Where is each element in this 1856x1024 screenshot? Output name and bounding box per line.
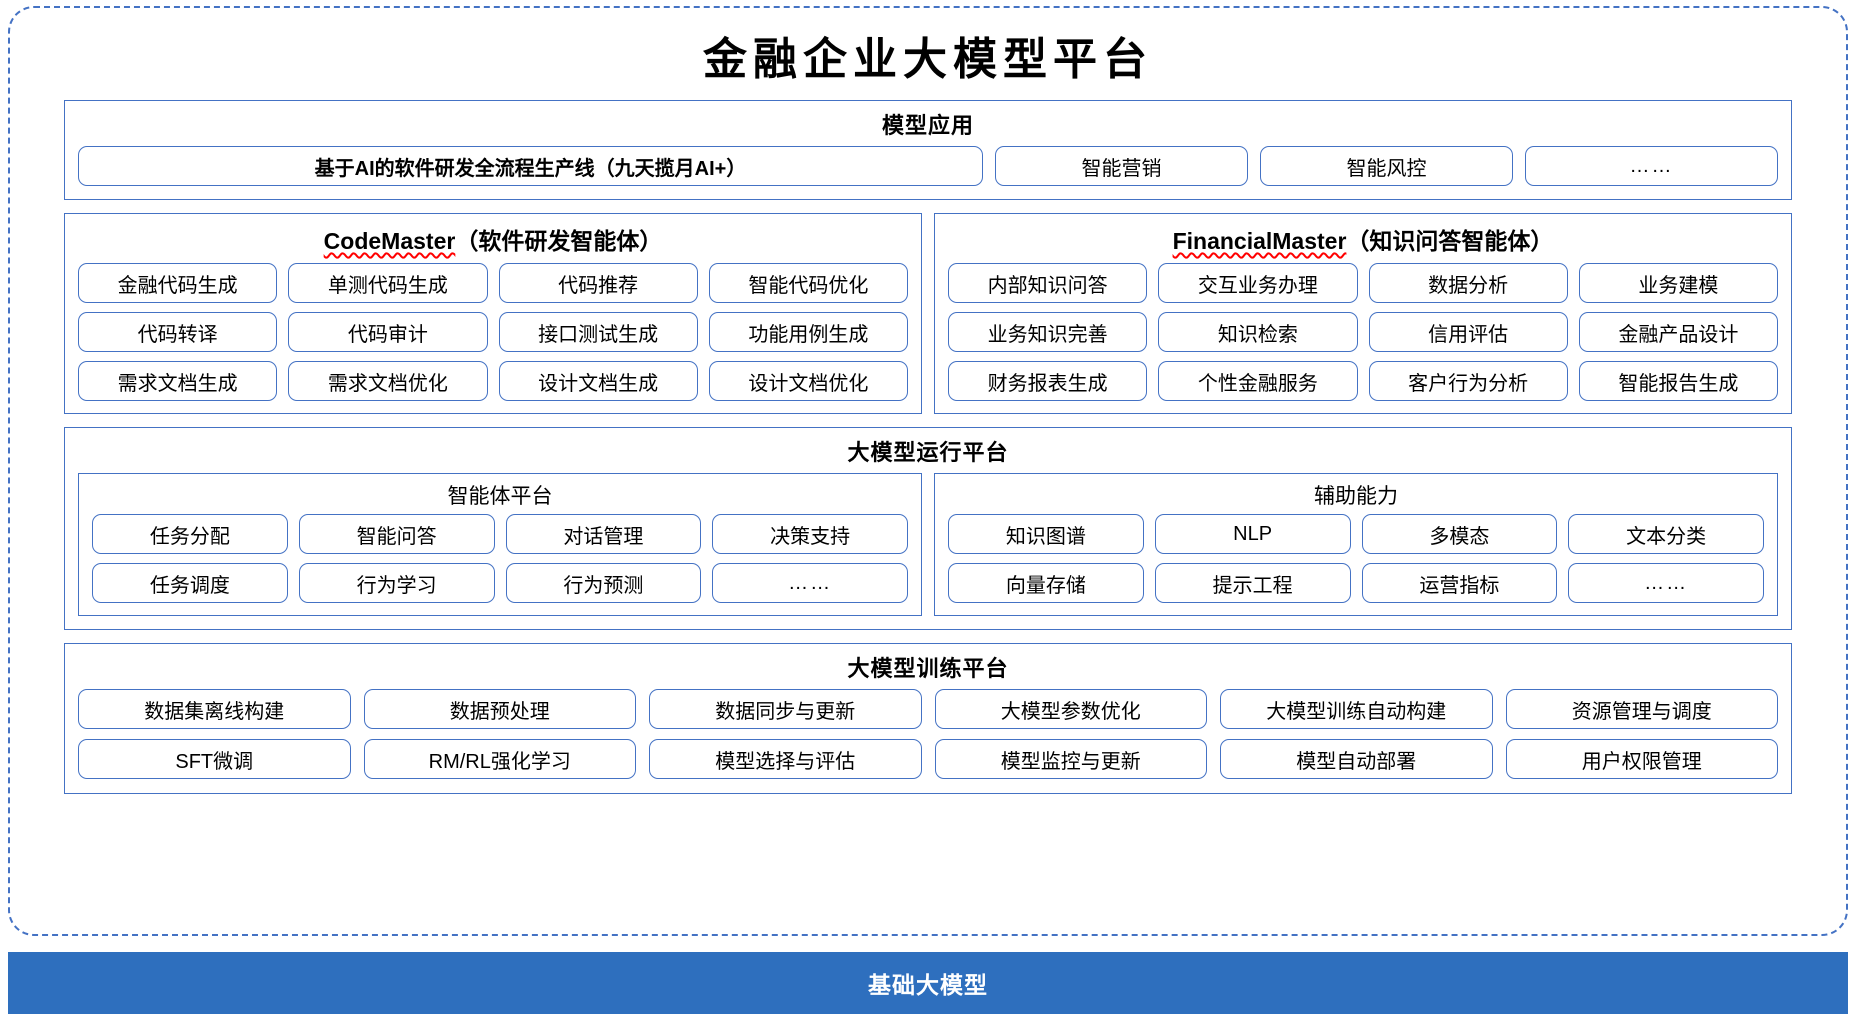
financial-master-suffix: （知识问答智能体） (1346, 228, 1554, 254)
section-title-training-platform: 大模型训练平台 (847, 656, 1009, 681)
section-model-application: 模型应用 基于AI的软件研发全流程生产线（九天揽月AI+） 智能营销 智能风控 … (64, 100, 1792, 200)
pill-training-8[interactable]: 模型选择与评估 (649, 739, 922, 779)
pill-training-2[interactable]: 数据同步与更新 (649, 689, 922, 729)
section-runtime-platform: 大模型运行平台 智能体平台 任务分配 智能问答 对话管理 决策支持 任务调度 行… (64, 427, 1792, 630)
pill-agent-6[interactable]: 行为预测 (505, 563, 702, 603)
panel-code-master: CodeMaster（软件研发智能体） 金融代码生成 单测代码生成 代码推荐 智… (64, 213, 922, 414)
pill-training-10[interactable]: 模型自动部署 (1220, 739, 1493, 779)
pill-code-master-0[interactable]: 金融代码生成 (78, 263, 278, 303)
training-platform-grid: 数据集离线构建 数据预处理 数据同步与更新 大模型参数优化 大模型训练自动构建 … (65, 689, 1791, 793)
pill-financial-master-11[interactable]: 智能报告生成 (1578, 361, 1778, 401)
pill-code-master-6[interactable]: 接口测试生成 (498, 312, 698, 352)
pill-training-3[interactable]: 大模型参数优化 (934, 689, 1207, 729)
pill-code-master-11[interactable]: 设计文档优化 (708, 361, 908, 401)
pill-training-9[interactable]: 模型监控与更新 (934, 739, 1207, 779)
pill-code-master-10[interactable]: 设计文档生成 (498, 361, 698, 401)
pill-financial-master-4[interactable]: 业务知识完善 (948, 312, 1148, 352)
pill-agent-7[interactable]: …… (712, 563, 908, 603)
code-master-suffix: （软件研发智能体） (455, 228, 663, 254)
pill-financial-master-2[interactable]: 数据分析 (1368, 263, 1568, 303)
pill-financial-master-9[interactable]: 个性金融服务 (1158, 361, 1358, 401)
pill-support-5[interactable]: 提示工程 (1154, 563, 1351, 603)
pill-support-1[interactable]: NLP (1154, 514, 1351, 554)
runtime-inner: 智能体平台 任务分配 智能问答 对话管理 决策支持 任务调度 行为学习 行为预测… (65, 473, 1791, 629)
pill-smart-risk-control[interactable]: 智能风控 (1260, 146, 1513, 186)
pill-training-11[interactable]: 用户权限管理 (1505, 739, 1778, 779)
pill-training-7[interactable]: RM/RL强化学习 (363, 739, 636, 779)
pill-training-4[interactable]: 大模型训练自动构建 (1220, 689, 1493, 729)
pill-agent-1[interactable]: 智能问答 (298, 514, 495, 554)
panel-financial-master: FinancialMaster（知识问答智能体） 内部知识问答 交互业务办理 数… (934, 213, 1792, 414)
pill-ai-software-pipeline[interactable]: 基于AI的软件研发全流程生产线（九天揽月AI+） (78, 146, 983, 186)
pill-financial-master-0[interactable]: 内部知识问答 (948, 263, 1148, 303)
financial-master-heading: FinancialMaster（知识问答智能体） (935, 214, 1791, 263)
pill-code-master-2[interactable]: 代码推荐 (498, 263, 698, 303)
pill-training-0[interactable]: 数据集离线构建 (78, 689, 351, 729)
pill-training-6[interactable]: SFT微调 (78, 739, 351, 779)
pill-support-2[interactable]: 多模态 (1361, 514, 1558, 554)
code-master-heading: CodeMaster（软件研发智能体） (65, 214, 921, 263)
pill-code-master-1[interactable]: 单测代码生成 (288, 263, 488, 303)
pill-code-master-3[interactable]: 智能代码优化 (708, 263, 908, 303)
financial-master-name: FinancialMaster (1172, 228, 1347, 254)
pill-financial-master-1[interactable]: 交互业务办理 (1158, 263, 1358, 303)
financial-master-grid: 内部知识问答 交互业务办理 数据分析 业务建模 业务知识完善 知识检索 信用评估… (935, 263, 1791, 401)
sub-title-support-ability: 辅助能力 (1314, 485, 1398, 508)
pill-financial-master-5[interactable]: 知识检索 (1158, 312, 1358, 352)
masters-row: CodeMaster（软件研发智能体） 金融代码生成 单测代码生成 代码推荐 智… (64, 213, 1792, 414)
pill-financial-master-6[interactable]: 信用评估 (1368, 312, 1568, 352)
panel-support-ability: 辅助能力 知识图谱 NLP 多模态 文本分类 向量存储 提示工程 运营指标 …… (934, 473, 1778, 616)
pill-code-master-9[interactable]: 需求文档优化 (288, 361, 488, 401)
page-title: 金融企业大模型平台 (703, 34, 1153, 85)
model-application-row: 基于AI的软件研发全流程生产线（九天揽月AI+） 智能营销 智能风控 …… (65, 146, 1791, 199)
pill-training-5[interactable]: 资源管理与调度 (1505, 689, 1778, 729)
pill-support-0[interactable]: 知识图谱 (948, 514, 1144, 554)
pill-more-apps[interactable]: …… (1525, 146, 1778, 186)
pill-support-7[interactable]: …… (1568, 563, 1764, 603)
pill-agent-0[interactable]: 任务分配 (92, 514, 288, 554)
pill-code-master-4[interactable]: 代码转译 (78, 312, 278, 352)
pill-support-3[interactable]: 文本分类 (1568, 514, 1764, 554)
pill-financial-master-3[interactable]: 业务建模 (1578, 263, 1778, 303)
base-model-label: 基础大模型 (868, 972, 988, 998)
pill-smart-marketing[interactable]: 智能营销 (995, 146, 1248, 186)
pill-training-1[interactable]: 数据预处理 (363, 689, 636, 729)
section-title-model-application: 模型应用 (881, 113, 974, 138)
pill-support-6[interactable]: 运营指标 (1361, 563, 1558, 603)
code-master-grid: 金融代码生成 单测代码生成 代码推荐 智能代码优化 代码转译 代码审计 接口测试… (65, 263, 921, 401)
code-master-name: CodeMaster (323, 228, 456, 254)
pill-financial-master-7[interactable]: 金融产品设计 (1578, 312, 1778, 352)
pill-support-4[interactable]: 向量存储 (948, 563, 1144, 603)
pill-agent-3[interactable]: 决策支持 (712, 514, 908, 554)
sub-title-agent-platform: 智能体平台 (447, 485, 553, 508)
pill-agent-5[interactable]: 行为学习 (298, 563, 495, 603)
support-ability-grid: 知识图谱 NLP 多模态 文本分类 向量存储 提示工程 运营指标 …… (935, 514, 1777, 603)
pill-code-master-8[interactable]: 需求文档生成 (78, 361, 278, 401)
section-training-platform: 大模型训练平台 数据集离线构建 数据预处理 数据同步与更新 大模型参数优化 大模… (64, 643, 1792, 794)
base-model-bar: 基础大模型 (8, 952, 1848, 1014)
pill-financial-master-10[interactable]: 客户行为分析 (1368, 361, 1568, 401)
pill-code-master-7[interactable]: 功能用例生成 (708, 312, 908, 352)
section-title-runtime-platform: 大模型运行平台 (847, 440, 1009, 465)
platform-outer-frame: 金融企业大模型平台 模型应用 基于AI的软件研发全流程生产线（九天揽月AI+） … (8, 6, 1848, 936)
panel-agent-platform: 智能体平台 任务分配 智能问答 对话管理 决策支持 任务调度 行为学习 行为预测… (78, 473, 922, 616)
agent-platform-grid: 任务分配 智能问答 对话管理 决策支持 任务调度 行为学习 行为预测 …… (79, 514, 921, 603)
pill-agent-2[interactable]: 对话管理 (505, 514, 702, 554)
pill-financial-master-8[interactable]: 财务报表生成 (948, 361, 1148, 401)
pill-code-master-5[interactable]: 代码审计 (288, 312, 488, 352)
pill-agent-4[interactable]: 任务调度 (92, 563, 288, 603)
